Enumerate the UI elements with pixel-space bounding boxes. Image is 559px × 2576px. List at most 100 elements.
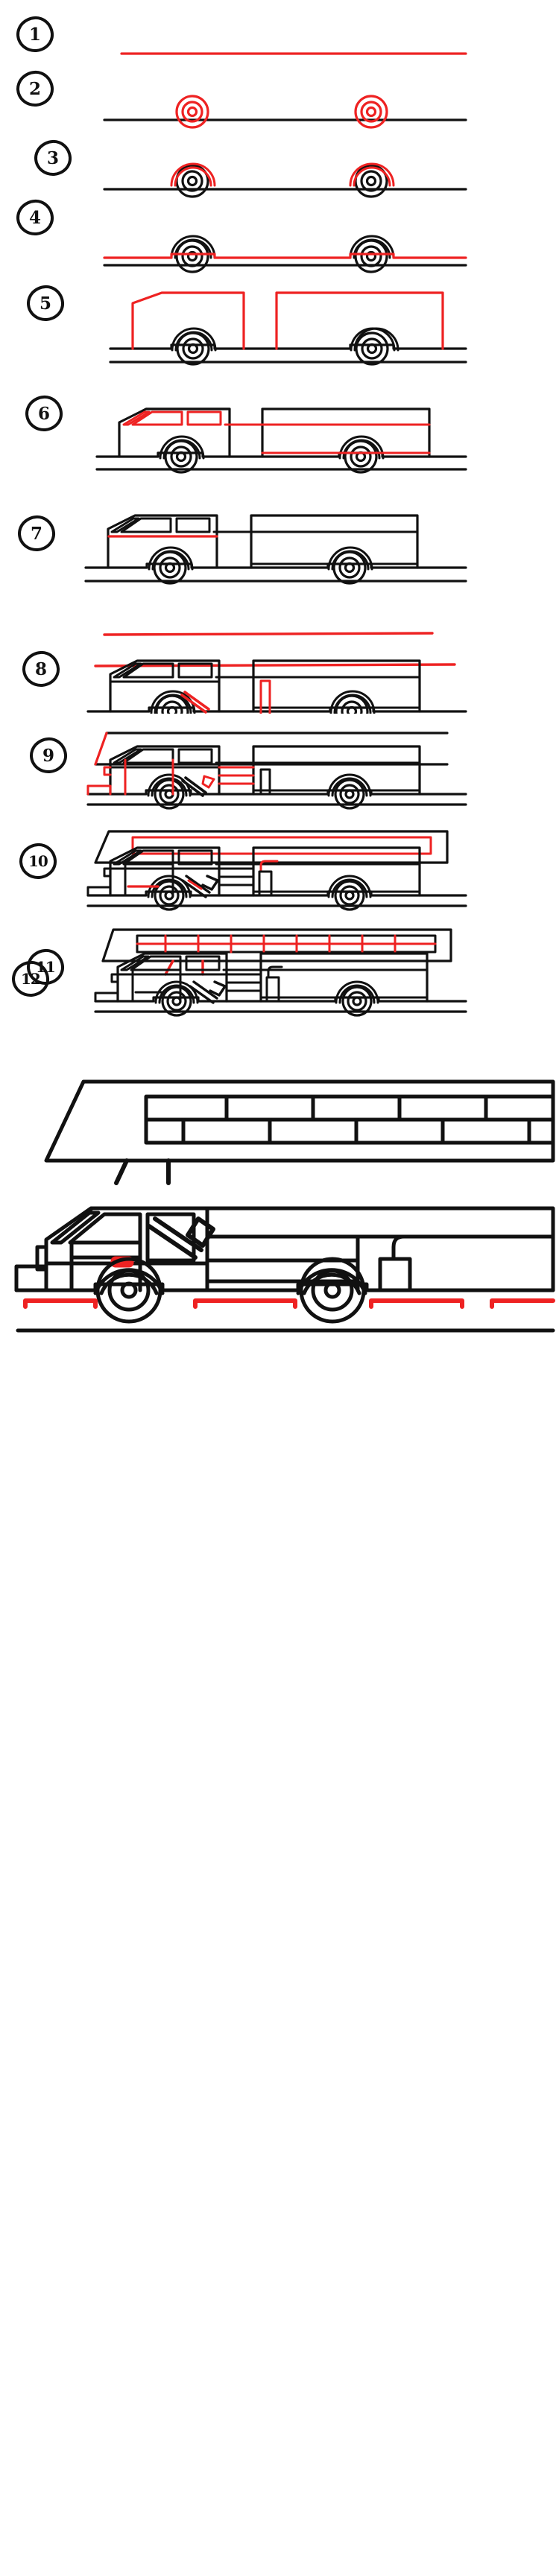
body-outline — [275, 291, 444, 350]
side-window-front — [122, 748, 174, 764]
front-wheel-arch — [147, 773, 192, 797]
mirror — [35, 1245, 48, 1272]
tutorial-step-3: 3 — [0, 139, 559, 200]
windshield — [120, 955, 150, 971]
body-outline — [252, 745, 421, 796]
equipment-outline — [189, 980, 227, 1004]
step-6-drawing — [95, 407, 467, 474]
body-outline — [205, 1206, 555, 1292]
hose-reel — [267, 965, 283, 977]
ladder-rack-outline — [101, 928, 452, 962]
tutorial-step-9: 9 — [0, 714, 559, 815]
equipment-cylinder — [265, 976, 280, 1003]
rear-wheel-circles — [334, 880, 365, 911]
equipment-outline — [181, 875, 219, 898]
mirror — [103, 766, 112, 776]
body-outline — [250, 514, 419, 569]
side-window-rear — [175, 517, 211, 533]
side-window-rear — [177, 849, 213, 866]
tutorial-step-7: 7 — [0, 498, 559, 618]
front-wheel-arch — [93, 1268, 165, 1295]
tutorial-step-12: 12 — [0, 959, 559, 2576]
rear-wheel-circles — [354, 95, 388, 129]
panel-seams — [218, 867, 255, 886]
mirror — [110, 973, 119, 983]
roof-line — [142, 407, 231, 412]
cab-handle — [181, 776, 207, 797]
rear-wheel-circles — [334, 778, 365, 810]
front-bumper-step — [14, 1264, 48, 1292]
front-bumper-step — [86, 886, 112, 897]
rear-door-panel — [259, 768, 271, 796]
rear-wheel-arch — [327, 875, 372, 898]
step-4-drawing — [103, 235, 467, 273]
step-7-drawing — [84, 514, 467, 585]
front-wheel-arch — [154, 980, 199, 1004]
hose-reel — [391, 1234, 417, 1261]
ladder-supports — [114, 1158, 171, 1185]
ladder-guide-bottom — [94, 663, 456, 667]
handle-tip — [201, 775, 215, 789]
ladder-rack-outline — [94, 830, 449, 864]
tutorial-step-11: 11 — [0, 915, 559, 1021]
rear-wheel-arch — [296, 1268, 367, 1295]
windshield — [110, 517, 140, 533]
side-window-rear — [177, 748, 213, 764]
side-window-front — [130, 955, 182, 971]
body-outline — [259, 952, 429, 1003]
body-outline — [261, 407, 431, 458]
front-wheel-arch — [147, 875, 192, 898]
ladder-box-inner — [131, 836, 432, 855]
front-bumper-step — [94, 992, 119, 1003]
equipment-cylinder — [258, 870, 273, 897]
side-window-front — [122, 662, 174, 679]
side-window-rear — [186, 410, 222, 426]
rear-wheel-circles — [355, 331, 389, 366]
handle-highlight — [187, 879, 203, 890]
rear-wheel-arch — [349, 235, 395, 259]
ladder-rack-outline — [44, 1079, 555, 1163]
tutorial-step-5: 5 — [0, 284, 559, 391]
side-window-front — [122, 849, 174, 866]
mirror — [103, 867, 112, 878]
ladder-front-slant — [94, 732, 108, 766]
tutorial-step-4: 4 — [0, 198, 559, 285]
cab-handle — [180, 691, 210, 714]
cab-roof-line — [86, 1206, 95, 1214]
rear-wheel-arch — [350, 327, 399, 352]
tutorial-step-10: 10 — [0, 815, 559, 915]
step-8-drawing — [86, 632, 467, 714]
panel-seams — [225, 973, 262, 992]
panel-seams — [218, 766, 255, 785]
equipment-cylinder — [378, 1257, 412, 1292]
front-wheel-circles — [175, 95, 209, 129]
ladder-rungs — [181, 1094, 531, 1145]
ladder-supports — [164, 959, 204, 976]
front-bumper-step — [86, 784, 112, 796]
side-window-front — [120, 517, 172, 533]
ladder-rungs — [164, 934, 397, 954]
side-window-rear — [177, 662, 213, 679]
cab-outline — [109, 745, 221, 796]
ladder-guide-top — [103, 632, 434, 636]
tutorial-step-6: 6 — [0, 391, 559, 498]
tutorial-step-2: 2 — [0, 69, 559, 140]
step-11-drawing — [94, 928, 467, 1017]
step-1-drawing — [120, 52, 467, 55]
side-window-front — [131, 410, 183, 426]
rear-wheel-arch — [335, 980, 379, 1004]
windshield — [113, 662, 142, 679]
front-wheel-arch — [159, 435, 205, 460]
tutorial-step-8: 8 — [0, 618, 559, 714]
rear-wheel-arch — [329, 690, 376, 714]
step-2-drawing — [103, 95, 467, 129]
rear-door-panel — [259, 679, 271, 714]
cab-outline — [131, 291, 245, 350]
rear-wheel-arch — [349, 162, 395, 187]
windshield — [113, 748, 142, 764]
running-boards — [23, 1298, 555, 1309]
rear-wheel-circles — [341, 986, 373, 1017]
chassis-bottom-line — [109, 343, 467, 350]
rear-wheel-arch — [327, 546, 373, 571]
